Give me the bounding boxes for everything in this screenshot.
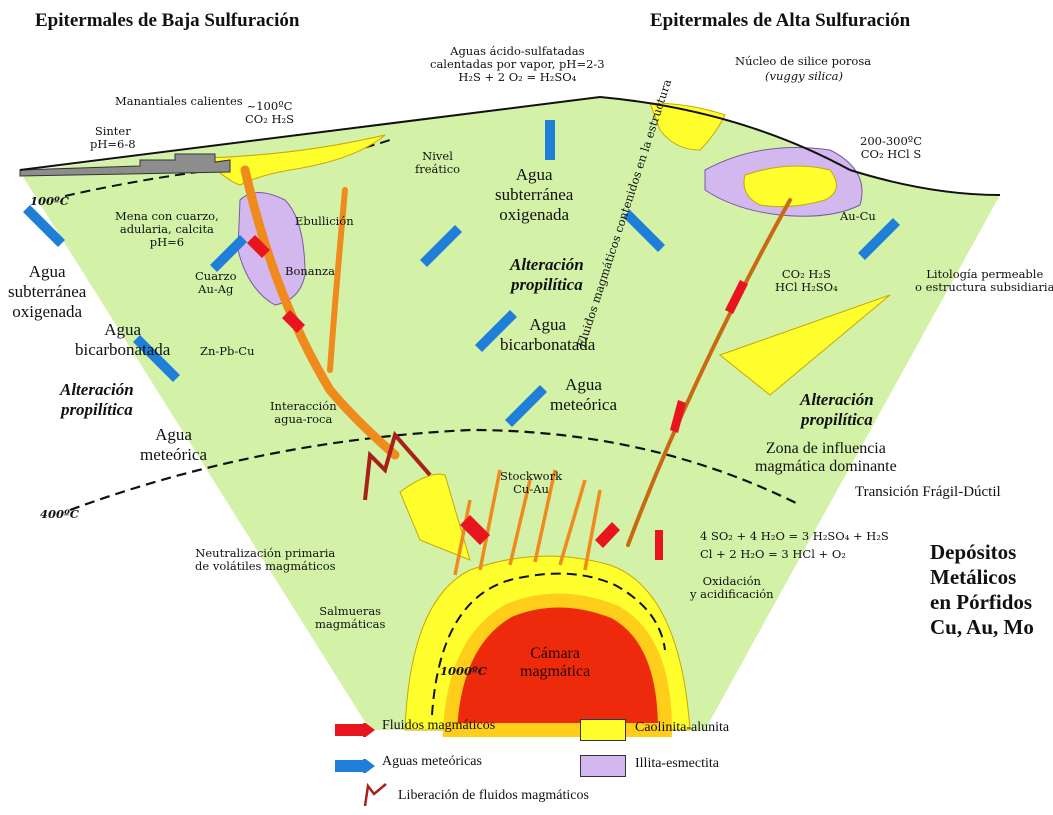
label-temp-100-co2: ~100ºC CO₂ H₂S [245, 100, 294, 126]
label-sinter: Sinter pH=6-8 [90, 125, 136, 151]
label-agua-meteo-left: Agua meteórica [140, 425, 207, 465]
label-alteracion-right: Alteración propilítica [800, 390, 874, 430]
label-alteracion-center: Alteración propilítica [510, 255, 584, 295]
label-alteracion-left: Alteración propilítica [60, 380, 134, 420]
label-nivel-freatico: Nivel freático [415, 150, 460, 176]
label-nucleo: Núcleo de silice porosa [735, 55, 871, 68]
label-agua-sub-left: Agua subterránea oxigenada [8, 262, 86, 322]
label-temp-400: 400ºC [40, 508, 79, 521]
label-stockwork: Stockwork Cu-Au [500, 470, 562, 496]
label-aucu: Au-Cu [840, 210, 876, 223]
label-eq1: 4 SO₂ + 4 H₂O = 3 H₂SO₄ + H₂S [700, 530, 889, 543]
label-temp-100: 100ºC [30, 195, 69, 208]
label-oxidacion: Oxidación y acidificación [690, 575, 774, 601]
legend-illita-swatch [580, 755, 626, 777]
label-eq2: Cl + 2 H₂O = 3 HCl + O₂ [700, 548, 846, 561]
label-manantiales: Manantiales calientes [115, 95, 243, 108]
label-transicion: Transición Frágil-Dúctil [855, 485, 1001, 500]
label-depositos: Depósitos Metálicos en Pórfidos Cu, Au, … [930, 540, 1034, 640]
title-low-sulfidation: Epitermales de Baja Sulfuración [35, 10, 299, 32]
label-agua-meteo-center: Agua meteórica [550, 375, 617, 415]
label-camara: Cámara magmática [520, 645, 590, 681]
legend-aguas-arrow [335, 758, 375, 772]
title-high-sulfidation: Epitermales de Alta Sulfuración [650, 10, 910, 32]
label-cuarzo: Cuarzo Au-Ag [195, 270, 237, 296]
legend-fluidos-arrow [335, 722, 375, 736]
label-aguas-acido: Aguas ácido-sulfatadas calentadas por va… [430, 45, 605, 84]
label-vuggy: (vuggy silica) [765, 70, 843, 83]
label-mena: Mena con cuarzo, adularia, calcita pH=6 [115, 210, 219, 249]
label-agua-sub-center: Agua subterránea oxigenada [495, 165, 573, 225]
legend-liberacion-arrow [362, 782, 388, 808]
legend-aguas-label: Aguas meteóricas [382, 754, 482, 770]
label-bonanza: Bonanza [285, 265, 335, 278]
label-litologia: Litología permeable o estructura subsidi… [915, 268, 1053, 294]
label-temp-1000: 1000ºC [440, 665, 487, 678]
label-co2-right: CO₂ H₂S HCl H₂SO₄ [775, 268, 838, 294]
label-zona-influencia: Zona de influencia magmática dominante [755, 440, 897, 476]
legend-fluidos-label: Fluidos magmáticos [382, 718, 495, 734]
label-temp-200: 200-300ºC CO₂ HCl S [860, 135, 922, 161]
legend-illita-label: Illita-esmectita [635, 756, 719, 772]
legend-caolinita-label: Caolinita-alunita [635, 720, 729, 736]
label-znpbcu: Zn-Pb-Cu [200, 345, 254, 358]
legend-liberacion-label: Liberación de fluidos magmáticos [398, 788, 589, 804]
label-ebullicion: Ebullición [295, 215, 354, 228]
label-interaccion: Interacción agua-roca [270, 400, 337, 426]
label-neutralizacion: Neutralización primaria de volátiles mag… [195, 547, 336, 573]
legend-caolinita-swatch [580, 719, 626, 741]
label-agua-bicarb-left: Agua bicarbonatada [75, 320, 170, 360]
label-salmueras: Salmueras magmáticas [315, 605, 385, 631]
